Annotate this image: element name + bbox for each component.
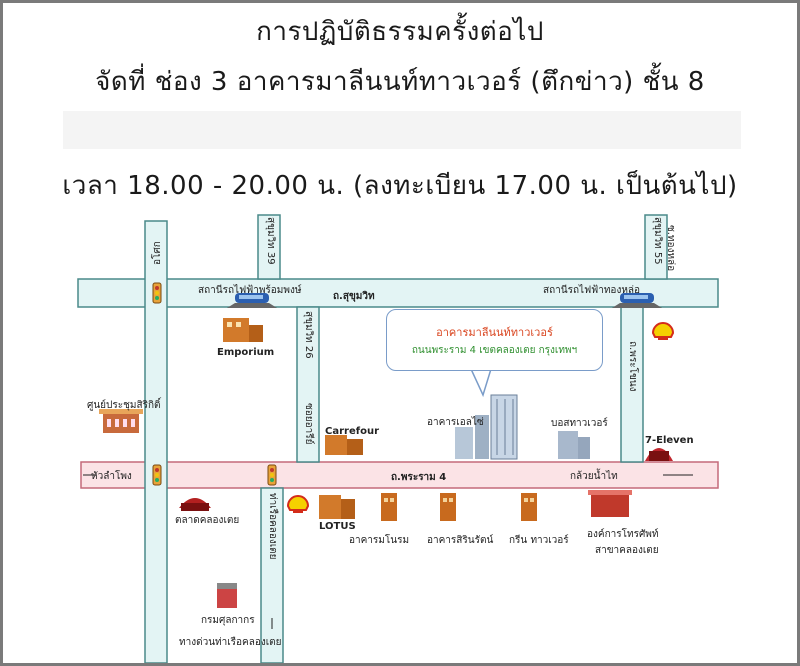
- customs-label: กรมศุลกากร: [201, 615, 255, 626]
- callout-pointer: [469, 368, 493, 398]
- bts-train-icon: [612, 293, 662, 308]
- qsncc-label: ศูนย์ประชุมสิริกิติ์: [87, 400, 161, 411]
- seven-eleven-icon: [645, 448, 673, 461]
- lotus-building-icon: [319, 495, 355, 519]
- el-tower-building-icon: [455, 415, 489, 459]
- klongtoey-market-label: ตลาดคลองเตย: [175, 515, 240, 526]
- road-soi39: [257, 214, 281, 280]
- manorom-label: อาคารมโนรม: [349, 535, 410, 546]
- traffic-light-icon: [267, 464, 277, 486]
- road-south: [260, 487, 284, 663]
- qsncc-building-icon: [99, 409, 143, 433]
- manorom-building-icon: [381, 493, 397, 521]
- road-phrakhanong-label: ถ.พระโขนง: [627, 341, 638, 392]
- header-time: เวลา 18.00 - 20.00 น. (ลงทะเบียน 17.00 น…: [62, 171, 738, 201]
- station-thonglor-label: สถานีรถไฟฟ้าทองหล่อ: [543, 285, 641, 296]
- carrefour-building-icon: [325, 435, 363, 455]
- traffic-light-icon: [152, 464, 162, 486]
- emporium-label: Emporium: [217, 347, 275, 358]
- station-phromphong-label: สถานีรถไฟฟ้าพร้อมพงษ์: [198, 285, 302, 296]
- road-rama4-label: ถ.พระราม 4: [391, 472, 447, 483]
- road-asok: [144, 220, 168, 663]
- to-hualamphong-label: หัวลำโพง: [91, 471, 132, 482]
- road-rama4: [80, 461, 719, 489]
- bts-train-icon: [227, 293, 277, 308]
- green-tower-label: กรีน ทาวเวอร์: [509, 535, 569, 546]
- shell-logo-icon: [286, 495, 310, 513]
- road-soi39-label: สุขุมวิท 39: [265, 217, 276, 265]
- sirinrat-building-icon: [440, 493, 456, 521]
- market-icon: [179, 498, 211, 511]
- road-asok-label: อโศก: [152, 241, 163, 265]
- shaded-band: [63, 111, 741, 149]
- customs-pier-label: ทางด่วนท่าเรือคลองเตย: [179, 637, 282, 648]
- emporium-building-icon: [223, 318, 263, 342]
- road-thonglor-label: ซ.ทองหล่อ: [665, 225, 676, 272]
- callout-address: ถนนพระราม 4 เขตคลองเตย กรุงเทพฯ: [411, 345, 578, 356]
- bos-tower-label: บอสทาวเวอร์: [551, 418, 608, 429]
- road-soi26: [296, 306, 320, 463]
- maleenont-callout: อาคารมาลีนนท์ทาวเวอร์ ถนนพระราม 4 เขตคลอ…: [386, 309, 603, 371]
- map-canvas: [77, 214, 719, 663]
- el-tower-label: อาคารเอลไซ่: [427, 417, 484, 428]
- green-tower-building-icon: [521, 493, 537, 521]
- tot-branch-label: สาขาคลองเตย: [595, 545, 659, 556]
- road-soi55: [644, 214, 668, 280]
- sirinrat-label: อาคารสิรินรัตน์: [427, 535, 494, 546]
- header-title: การปฏิบัติธรรมครั้งต่อไป: [256, 17, 544, 47]
- road-sukhumvit-label: ถ.สุขุมวิท: [333, 291, 375, 302]
- tot-label: องค์การโทรศัพท์: [587, 529, 659, 540]
- maleenont-tower-building-icon: [490, 394, 518, 460]
- road-soi26-label: สุขุมวิท 26: [303, 311, 314, 359]
- road-kasem-label: ซอยอารีย์: [303, 403, 314, 445]
- lotus-label: LOTUS: [319, 521, 356, 532]
- header-venue: จัดที่ ช่อง 3 อาคารมาลีนนท์ทาวเวอร์ (ตึก…: [95, 67, 705, 97]
- road-thalong-label: ท่าเรือคลองเตย: [267, 493, 278, 560]
- customs-building-icon: [217, 583, 237, 608]
- carrefour-label: Carrefour: [325, 426, 380, 437]
- shell-logo-icon: [651, 322, 675, 340]
- to-kluaynamthai-label: กล้วยน้ำไท: [570, 471, 618, 482]
- tot-building-icon: [588, 490, 632, 517]
- road-sukhumvit: [77, 278, 719, 308]
- seven-eleven-label: 7-Eleven: [645, 435, 694, 446]
- traffic-light-icon: [152, 282, 162, 304]
- callout-building-name: อาคารมาลีนนท์ทาวเวอร์: [436, 326, 553, 339]
- bos-tower-building-icon: [558, 431, 590, 459]
